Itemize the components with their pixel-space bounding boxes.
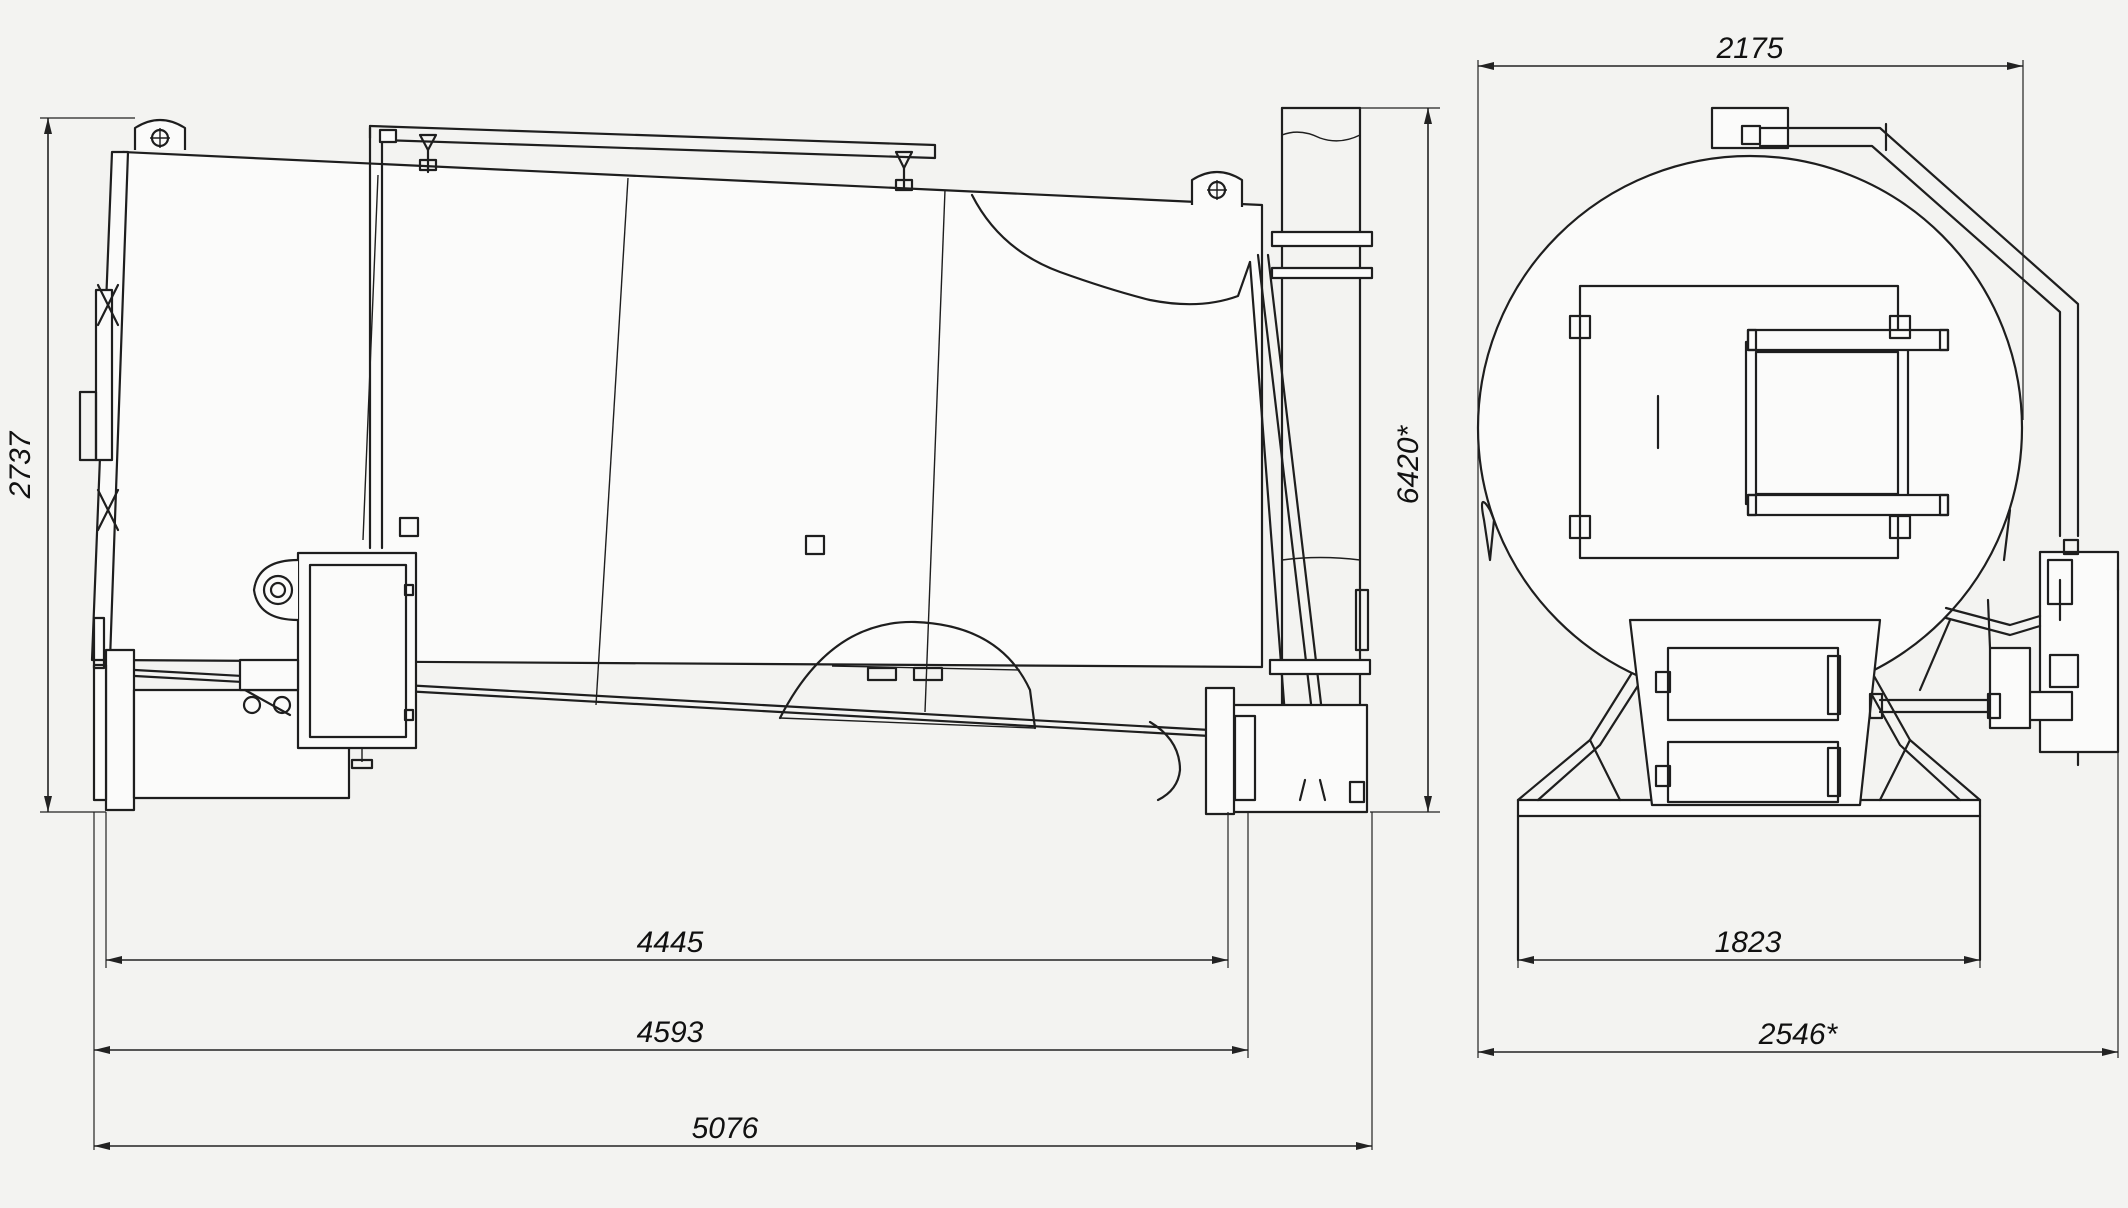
burner bbox=[238, 558, 300, 717]
chimney bbox=[1268, 106, 1374, 710]
front-view: 2175 1823 2546* bbox=[1476, 32, 2120, 1058]
ash-hopper bbox=[1628, 618, 1882, 807]
control-cabinet bbox=[296, 551, 418, 770]
overhead-pipe bbox=[368, 124, 937, 550]
side-control-box bbox=[1868, 538, 2120, 767]
dim-top-width-2175: 2175 bbox=[1716, 32, 1784, 65]
dim-overall-width-2546: 2546* bbox=[1758, 1018, 1839, 1051]
dim-length-4445: 4445 bbox=[637, 926, 704, 959]
front-door-left bbox=[1568, 284, 1950, 560]
dim-total-height-6420: 6420* bbox=[1392, 424, 1425, 504]
top-pipe bbox=[1710, 106, 2080, 538]
lifting-eye-left bbox=[133, 118, 187, 150]
dim-height-2737: 2737 bbox=[4, 430, 37, 499]
side-view: 2737 6420* 4445 4593 5076 bbox=[4, 106, 1440, 1150]
lifting-eye-right bbox=[1190, 170, 1244, 207]
dim-length-4593: 4593 bbox=[637, 1016, 704, 1049]
dim-length-5076: 5076 bbox=[692, 1112, 759, 1145]
flange-left bbox=[104, 648, 136, 812]
dim-base-width-1823: 1823 bbox=[1715, 926, 1782, 959]
